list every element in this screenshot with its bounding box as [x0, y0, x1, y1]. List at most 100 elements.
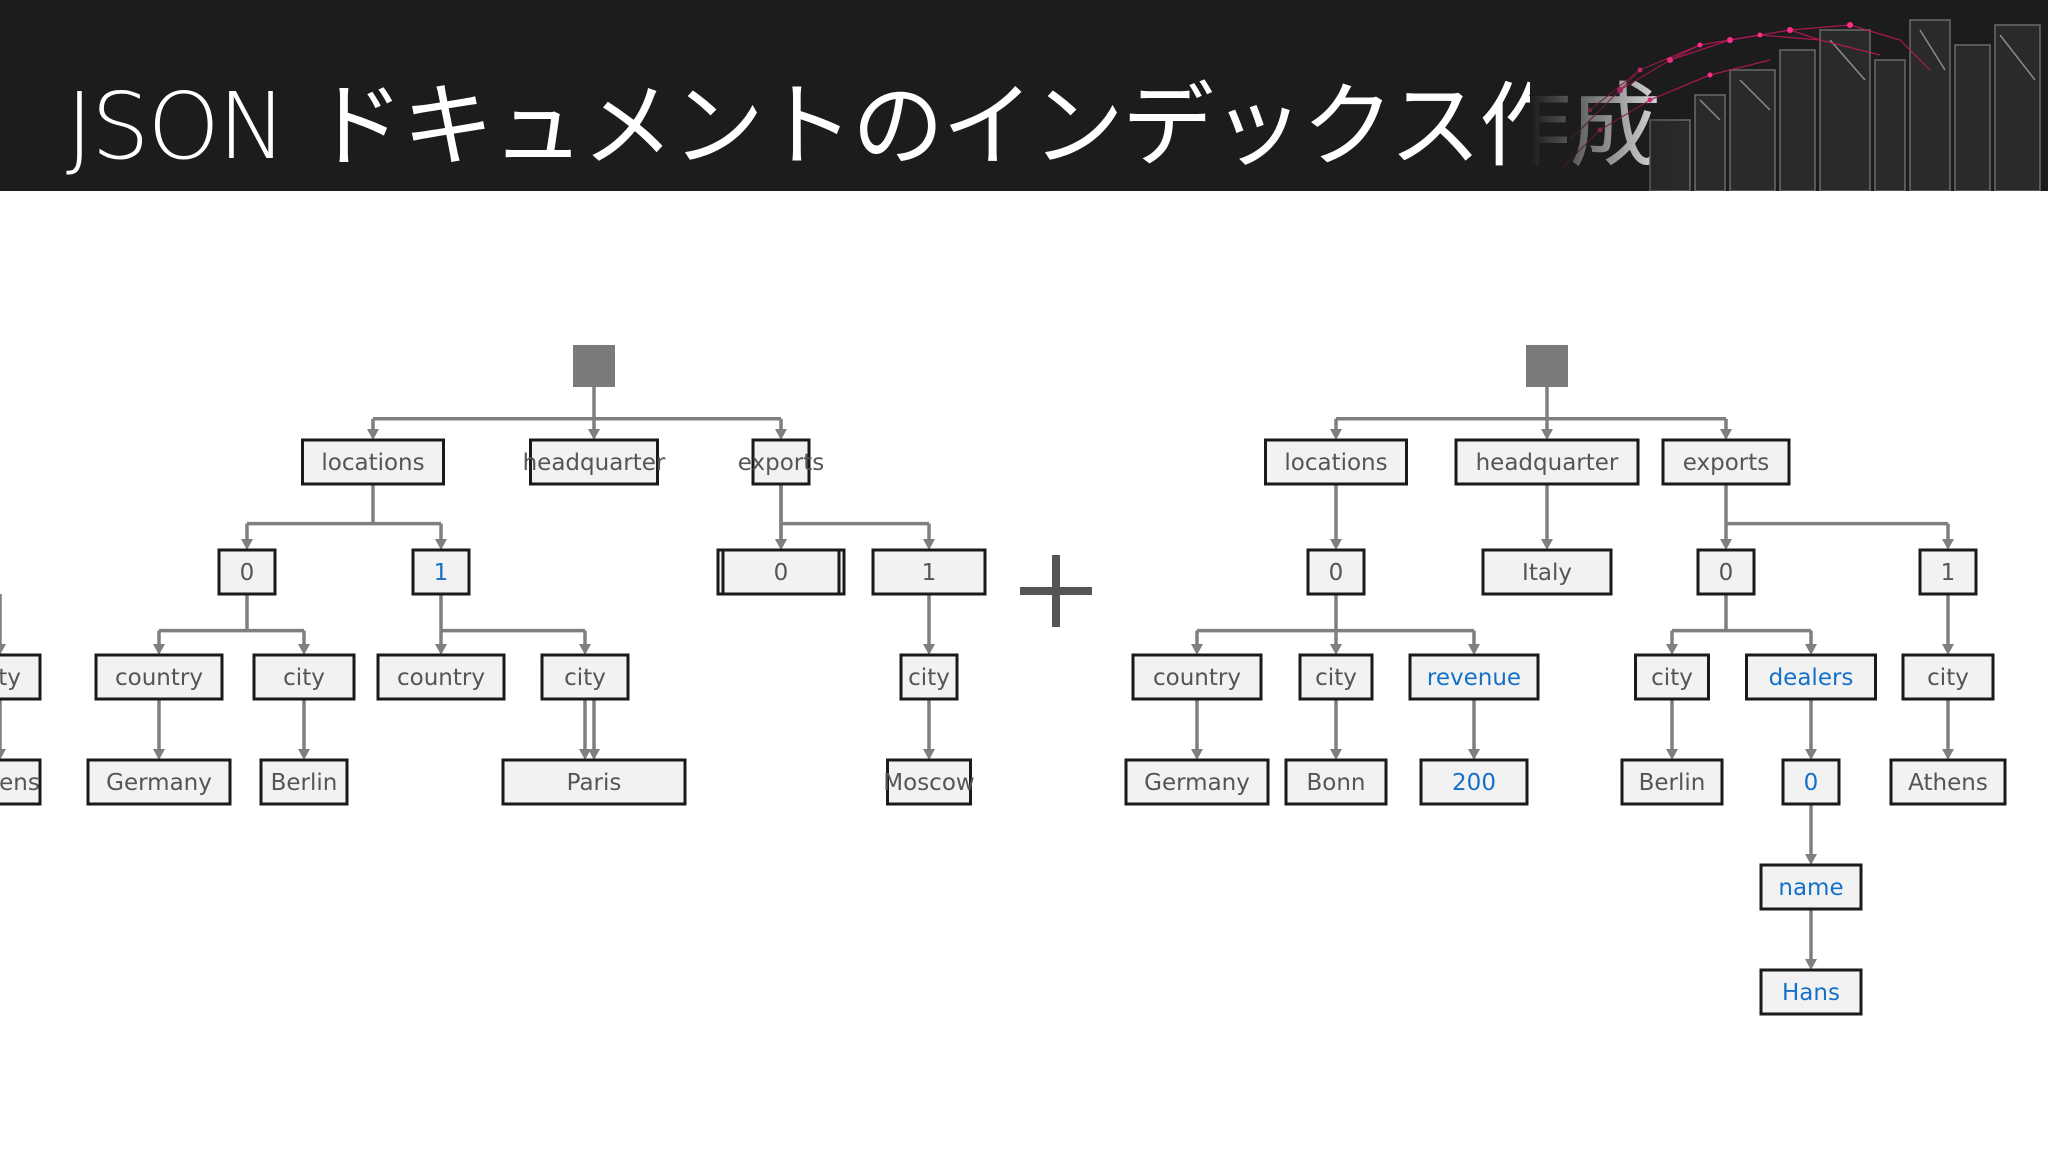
arrowhead — [435, 644, 447, 655]
tree-node: Moscow — [883, 758, 975, 806]
arrowhead — [775, 429, 787, 440]
node-box — [1419, 758, 1529, 806]
node-box — [886, 758, 972, 806]
page-title: JSON ドキュメントのインデックス作成 — [66, 73, 1661, 180]
tree-node: 0 — [721, 548, 841, 596]
arrowhead — [298, 749, 310, 760]
node-label: city — [0, 665, 21, 691]
node-box — [259, 758, 349, 806]
node-label: exports — [1683, 450, 1770, 476]
tree-node: city — [540, 653, 630, 701]
node-box — [721, 548, 841, 596]
node-label: Hans — [1782, 980, 1840, 1006]
tree-node: Berlin — [259, 758, 349, 806]
arrowhead — [1805, 854, 1817, 865]
node-label: Italy — [1522, 560, 1572, 586]
arrowhead — [1720, 539, 1732, 550]
node-label: locations — [1284, 450, 1387, 476]
arrowhead — [367, 429, 379, 440]
node-box — [252, 653, 356, 701]
tree-node: city — [1298, 653, 1374, 701]
node-label: Athens — [0, 770, 40, 796]
tree-node: Bonn — [1284, 758, 1388, 806]
node-label: headquarter — [523, 450, 666, 476]
node-label: Bonn — [1306, 770, 1365, 796]
node-box — [1131, 653, 1263, 701]
node-box — [751, 438, 811, 486]
node-box — [501, 758, 687, 806]
tree-node: 1 — [411, 548, 471, 596]
arrowhead — [0, 644, 6, 655]
node-label: 1 — [922, 560, 937, 586]
node-label: Athens — [1908, 770, 1988, 796]
node-box — [1661, 438, 1791, 486]
arrowhead — [1330, 429, 1342, 440]
node-box — [1284, 758, 1388, 806]
tree-node: city — [0, 653, 42, 701]
tree-node: Athens — [0, 758, 42, 806]
tree-node: 200 — [1419, 758, 1529, 806]
node-box — [529, 438, 659, 486]
tree-node: Germany — [1124, 758, 1270, 806]
tree-node: exports — [738, 438, 824, 486]
tree-node: headquarter — [1454, 438, 1640, 486]
arrowhead — [241, 539, 253, 550]
arrowhead — [1468, 749, 1480, 760]
arrowhead — [579, 644, 591, 655]
arrowhead — [1666, 749, 1678, 760]
city-network-graphic-icon — [1530, 0, 2048, 191]
tree-node: 1 — [1918, 548, 1978, 596]
arrowhead — [1330, 539, 1342, 550]
tree-node: city — [899, 653, 959, 701]
arrowhead — [1541, 429, 1553, 440]
tree-node: 1 — [871, 548, 987, 596]
root-node — [1526, 345, 1568, 387]
node-label: Moscow — [883, 770, 974, 796]
arrowhead — [1805, 749, 1817, 760]
tree-node: Germany — [86, 758, 232, 806]
node-label: Paris — [567, 770, 622, 796]
arrowhead — [1330, 749, 1342, 760]
node-box — [1918, 548, 1978, 596]
arrowhead — [1942, 644, 1954, 655]
node-box — [1634, 653, 1710, 701]
tree-node: Athens — [1889, 758, 2007, 806]
node-box — [899, 653, 959, 701]
node-box — [1298, 653, 1374, 701]
tree-node: locations — [1264, 438, 1408, 486]
node-label: city — [908, 665, 950, 691]
node-box — [871, 548, 987, 596]
node-box — [217, 548, 277, 596]
arrowhead — [923, 539, 935, 550]
node-label: 1 — [1941, 560, 1956, 586]
node-box — [1759, 968, 1863, 1016]
title-bar: JSON ドキュメントのインデックス作成 — [0, 0, 2048, 191]
tree-node: country — [1131, 653, 1263, 701]
arrowhead — [1720, 429, 1732, 440]
node-label: country — [1153, 665, 1241, 691]
node-box — [0, 758, 42, 806]
arrowhead — [775, 539, 787, 550]
tree-node: city — [1901, 653, 1995, 701]
tree-node: 0 — [217, 548, 277, 596]
arrowhead — [153, 644, 165, 655]
arrowhead — [588, 429, 600, 440]
node-label: locations — [321, 450, 424, 476]
node-label: name — [1778, 875, 1843, 901]
tree-node: city — [1634, 653, 1710, 701]
node-label: 1 — [434, 560, 449, 586]
plus-icon — [1020, 555, 1092, 627]
arrowhead — [923, 644, 935, 655]
node-box — [1454, 438, 1640, 486]
tree-node: name — [1759, 863, 1863, 911]
node-label: 0 — [1804, 770, 1819, 796]
node-box — [1901, 653, 1995, 701]
node-label: 0 — [774, 560, 789, 586]
node-box — [1745, 653, 1877, 701]
tree-node: dealers — [1745, 653, 1877, 701]
node-box — [0, 653, 42, 701]
tree-node: 0 — [1781, 758, 1841, 806]
node-label: headquarter — [1476, 450, 1619, 476]
node-box — [540, 653, 630, 701]
